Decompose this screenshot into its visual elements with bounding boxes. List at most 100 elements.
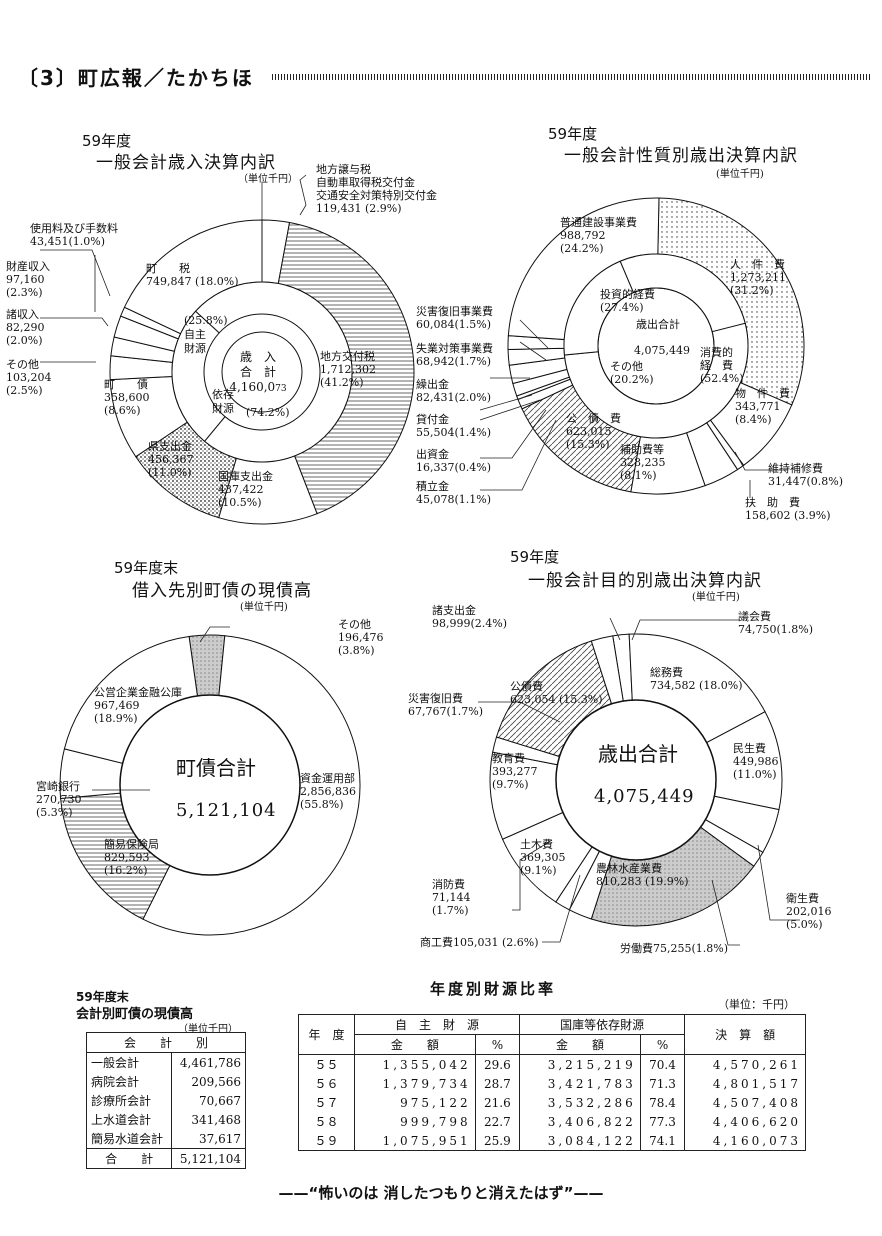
- c1-donut: [109, 219, 415, 525]
- c4-label-shoko: 商工費105,031 (2.6%): [420, 936, 539, 949]
- c2-label-saigai: 災害復旧事業費 60,084(1.5%): [416, 305, 493, 331]
- c2-label-kuri: 繰出金 82,431(2.0%): [416, 378, 492, 404]
- c1-label-shosyu: 諸収入 82,290 (2.0%): [6, 308, 45, 347]
- ratio-cell-a: 1,355,042: [353, 1054, 476, 1074]
- c4-label-doboku: 土木費 369,305 (9.1%): [520, 838, 566, 877]
- c4-center-value: 4,075,449: [594, 786, 695, 807]
- c1-label-sonota: その他 103,204 (2.5%): [6, 358, 52, 397]
- debt-row-value: 70,667: [171, 1091, 246, 1110]
- c2-label-kosai: 公 債 費 623,015 (15.3%): [566, 412, 621, 451]
- c3-center-title: 町債合計: [176, 756, 256, 780]
- ratio-cell-bp: 71.3: [639, 1074, 686, 1093]
- c4-label-norin: 農林水産業費 810,283 (19.9%): [596, 862, 689, 888]
- c2-center-value: 4,075,449: [634, 344, 690, 357]
- c4-label-somu: 総務費 734,582 (18.0%): [650, 666, 743, 692]
- c3-label-kanpo: 簡易保険局 829,593 (16.2%): [104, 838, 159, 877]
- c4-year: 59年度: [510, 548, 560, 566]
- ratio-cell-a: 1,379,734: [353, 1074, 476, 1093]
- ratio-cell-bp: 77.3: [639, 1112, 686, 1131]
- ratio-cell-y: ５７: [298, 1093, 355, 1112]
- c2-label-hojo: 補助費等 328,235 (8.1%): [620, 443, 666, 482]
- c1-label-sai: 町 債 358,600 (8.6%): [104, 378, 150, 417]
- c2-title: 一般会計性質別歳出決算内訳: [564, 146, 798, 166]
- ratio-cell-a: 999,798: [353, 1112, 476, 1131]
- ratio-h-kokko: 国庫等依存財源: [519, 1014, 686, 1035]
- ratio-h-kingaku: 金 額: [353, 1034, 476, 1055]
- c2-label-tsumitate: 積立金 45,078(1.1%): [416, 480, 492, 506]
- c3-label-shikin: 資金運用部 2,856,836 (55.8%): [300, 772, 356, 811]
- ratio-cell-b: 3,406,822: [519, 1112, 641, 1131]
- c4-unit: (単位千円): [692, 592, 740, 603]
- ratio-cell-ap: 21.6: [474, 1093, 521, 1112]
- ratio-cell-ap: 25.9: [474, 1131, 521, 1151]
- c3-title: 借入先別町債の現債高: [132, 581, 312, 601]
- c1-inner-jishu: (25.8%)自主 財源: [184, 314, 228, 355]
- c1-label-kofu: 地方交付税 1,712,302 (41.2%): [320, 350, 376, 389]
- ratio-cell-t: 4,507,408: [684, 1093, 806, 1112]
- c3-label-miyazaki: 宮崎銀行 270,730 (5.3%): [36, 780, 82, 819]
- c4-label-shoshishutsu: 諸支出金 98,999(2.4%): [432, 604, 508, 630]
- c4-label-eisei: 衛生費 202,016 (5.0%): [786, 892, 832, 931]
- debt-row-value: 37,617: [171, 1129, 246, 1149]
- ratio-cell-y: ５９: [298, 1131, 355, 1151]
- debt-row-name: 一般会計: [85, 1052, 173, 1072]
- debt-row-value: 4,461,786: [171, 1052, 246, 1072]
- ratio-cell-b: 3,215,219: [519, 1054, 641, 1074]
- c1-label-zaisan: 財産収入 97,160 (2.3%): [6, 260, 50, 299]
- ratio-cell-t: 4,801,517: [684, 1074, 806, 1093]
- debt-unit: （単位千円）: [178, 1024, 238, 1035]
- ratio-cell-a: 1,075,951: [353, 1131, 476, 1151]
- ratio-h-pct: %: [474, 1034, 521, 1055]
- c1-label-chiho: 地方譲与税 自動車取得税交付金 交通安全対策特別交付金 119,431 (2.9…: [316, 163, 437, 215]
- ring-outline: [555, 699, 717, 861]
- ratio-cell-y: ５６: [298, 1074, 355, 1093]
- header-rule: [272, 74, 872, 80]
- ratio-unit: （単位：千円）: [718, 998, 795, 1011]
- ratio-cell-bp: 78.4: [639, 1093, 686, 1112]
- ratio-cell-ap: 29.6: [474, 1054, 521, 1074]
- c2-label-kashi: 貸付金 55,504(1.4%): [416, 413, 492, 439]
- c2-label-jinken: 人 件 費 1,273,211 (31.2%): [730, 258, 786, 297]
- c2-label-buppin: 物 件 費 343,771 (8.4%): [735, 387, 790, 426]
- c4-label-rodo: 労働費75,255(1.8%): [620, 942, 729, 955]
- c4-label-kosai: 公債費 623,054 (15.3%): [510, 680, 603, 706]
- c1-inner-izon: 依存 財源: [212, 388, 234, 415]
- ratio-h-jishu: 自 主 財 源: [353, 1014, 521, 1035]
- ratio-cell-a: 975,122: [353, 1093, 476, 1112]
- c2-inner-toshi: 投資的経費(27.4%): [600, 288, 655, 314]
- c1-label-kokko: 国庫支出金 437,422 (10.5%): [218, 470, 273, 509]
- c3-center-value: 5,121,104: [176, 800, 277, 821]
- c2-label-fujo: 扶 助 費 158,602 (3.9%): [745, 496, 831, 522]
- c2-label-shitsugyo: 失業対策事業費 68,942(1.7%): [416, 342, 493, 368]
- ratio-cell-b: 3,421,783: [519, 1074, 641, 1093]
- ratio-cell-ap: 28.7: [474, 1074, 521, 1093]
- c2-center-title: 歳出合計: [636, 318, 680, 331]
- debt-row-name: 病院会計: [85, 1072, 173, 1091]
- ratio-cell-bp: 70.4: [639, 1054, 686, 1074]
- debt-title: 会計別町債の現債高: [76, 1007, 194, 1022]
- ratio-cell-t: 4,160,073: [684, 1131, 806, 1151]
- ratio-h-pct2: %: [639, 1034, 686, 1055]
- debt-row-name: 診療所会計: [85, 1091, 173, 1110]
- c2-donut: [507, 197, 805, 495]
- ratio-cell-y: ５５: [298, 1054, 355, 1074]
- ring-outline: [597, 287, 715, 405]
- c4-label-gikai: 議会費 74,750(1.8%): [738, 610, 814, 636]
- c3-year: 59年度末: [114, 559, 179, 577]
- c1-label-shiyo: 使用料及び手数料 43,451(1.0%): [30, 222, 118, 248]
- leader-lines: [40, 174, 800, 946]
- c2-label-iji: 維持補修費 31,447(0.8%): [768, 462, 844, 488]
- ratio-cell-t: 4,406,620: [684, 1112, 806, 1131]
- debt-row-value: 209,566: [171, 1072, 246, 1091]
- c3-label-koei: 公営企業金融公庫 967,469 (18.9%): [94, 686, 182, 725]
- c4-label-saigai: 災害復旧費 67,767(1.7%): [408, 692, 484, 718]
- ratio-title: 年度別財源比率: [430, 980, 557, 998]
- c2-year: 59年度: [548, 125, 598, 143]
- c1-label-ken: 県支出金 456,367 (11.0%): [148, 440, 194, 479]
